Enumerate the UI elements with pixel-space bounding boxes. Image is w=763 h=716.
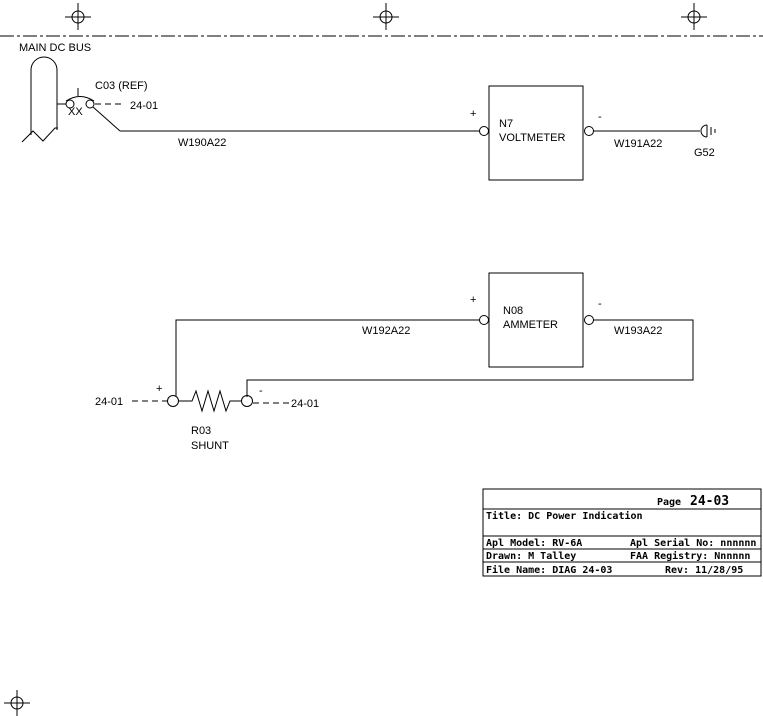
voltmeter-plus-terminal [479,126,489,136]
wire-w191a22-label: W191A22 [614,138,662,150]
breaker-label: C03 (REF) [95,80,148,92]
wire-w192a22 [175,319,480,397]
voltmeter-id: N7 [499,118,513,130]
ammeter-plus-sign: + [470,294,476,306]
title-block-title: Title: DC Power Indication [486,510,643,522]
wire-w193a22 [246,319,694,397]
shunt-minus-sign: - [259,385,263,397]
shunt-name: SHUNT [191,440,229,452]
main-dc-bus-label: MAIN DC BUS [19,42,91,54]
title-block-serial: Apl Serial No: nnnnnn [630,537,756,549]
wire-w190a22-label: W190A22 [178,137,226,149]
title-block-registry: FAA Registry: Nnnnnn [630,550,750,562]
voltmeter-box [488,85,584,181]
ammeter-name: AMMETER [503,319,558,331]
shunt-ref-left: 24-01 [95,396,123,408]
shunt-plus-sign: + [156,383,162,395]
voltmeter-plus-sign: + [470,108,476,120]
ammeter-minus-terminal [584,315,594,325]
ground-symbol [700,124,716,138]
voltmeter-minus-sign: - [598,111,602,123]
title-block-model: Apl Model: RV-6A [486,538,582,549]
title-block-file: File Name: DIAG 24-03 [486,564,612,576]
voltmeter-minus-terminal [584,126,594,136]
voltmeter-name: VOLTMETER [499,132,565,144]
title-block-page-value: 24-03 [690,494,729,509]
registration-mark-top-center [373,3,399,30]
registration-mark-top-right [681,3,707,30]
breaker-ref: 24-01 [130,100,158,112]
wire-w193a22-label: W193A22 [614,325,662,337]
wire-w192a22-label: W192A22 [362,325,410,337]
ground-label: G52 [694,147,715,159]
breaker-symbol [57,88,125,132]
shunt-ref-right: 24-01 [291,398,319,410]
registration-mark-top-left [65,3,91,30]
title-block-drawn: Drawn: M Talley [486,551,576,562]
ammeter-minus-sign: - [598,298,602,310]
title-block-page-label: Page [657,497,681,508]
ammeter-plus-terminal [479,315,489,325]
title-block-rev: Rev: 11/28/95 [665,565,743,576]
registration-mark-bottom-left [4,690,30,716]
shunt-id: R03 [191,425,211,437]
ammeter-id: N08 [503,305,523,317]
shunt-resistor [132,389,290,413]
main-dc-bus-symbol [21,56,58,143]
title-block: Page 24-03 Title: DC Power Indication Ap… [482,488,762,577]
breaker-marker: XX [68,106,83,118]
